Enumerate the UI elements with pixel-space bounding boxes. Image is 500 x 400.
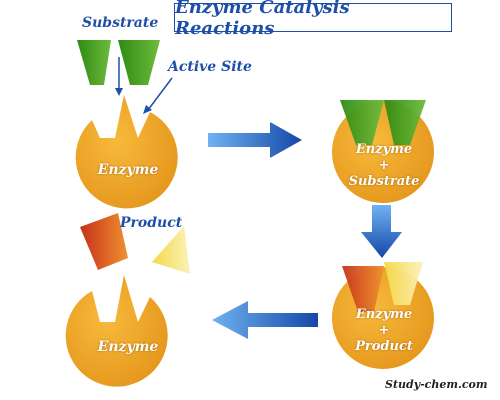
page-title: Enzyme Catalysis Reactions bbox=[175, 0, 350, 39]
complex-ep-plus: + bbox=[378, 323, 390, 338]
active-site-pointer-arrow bbox=[147, 77, 173, 111]
product-yellow bbox=[152, 226, 190, 274]
arrow-left bbox=[212, 301, 318, 339]
bound-product bbox=[342, 262, 423, 312]
title-box: Enzyme Catalysis Reactions bbox=[174, 0, 452, 39]
product-label: Product bbox=[120, 215, 183, 231]
substrate-shape bbox=[77, 40, 160, 85]
watermark: Study-chem.com bbox=[385, 378, 488, 391]
complex-es-line1: Enzyme bbox=[355, 142, 413, 157]
active-site-label: Active Site bbox=[168, 59, 252, 75]
arrow-right bbox=[208, 122, 302, 158]
substrate-pointer-head bbox=[115, 88, 123, 96]
substrate-label: Substrate bbox=[82, 15, 159, 31]
enzyme-label-bottom: Enzyme bbox=[97, 339, 159, 355]
complex-ep-line2: Product bbox=[355, 339, 413, 354]
enzyme-top-left bbox=[75, 95, 178, 209]
bound-substrate bbox=[340, 100, 426, 145]
enzyme-label-top: Enzyme bbox=[97, 162, 159, 178]
product-red bbox=[80, 213, 128, 270]
complex-ep-line1: Enzyme bbox=[355, 307, 413, 322]
active-site-pointer-head bbox=[143, 105, 152, 114]
complex-es-line2: Substrate bbox=[348, 174, 420, 189]
complex-es-plus: + bbox=[378, 158, 390, 173]
enzyme-bottom-left bbox=[65, 275, 168, 387]
arrow-down bbox=[361, 205, 402, 258]
